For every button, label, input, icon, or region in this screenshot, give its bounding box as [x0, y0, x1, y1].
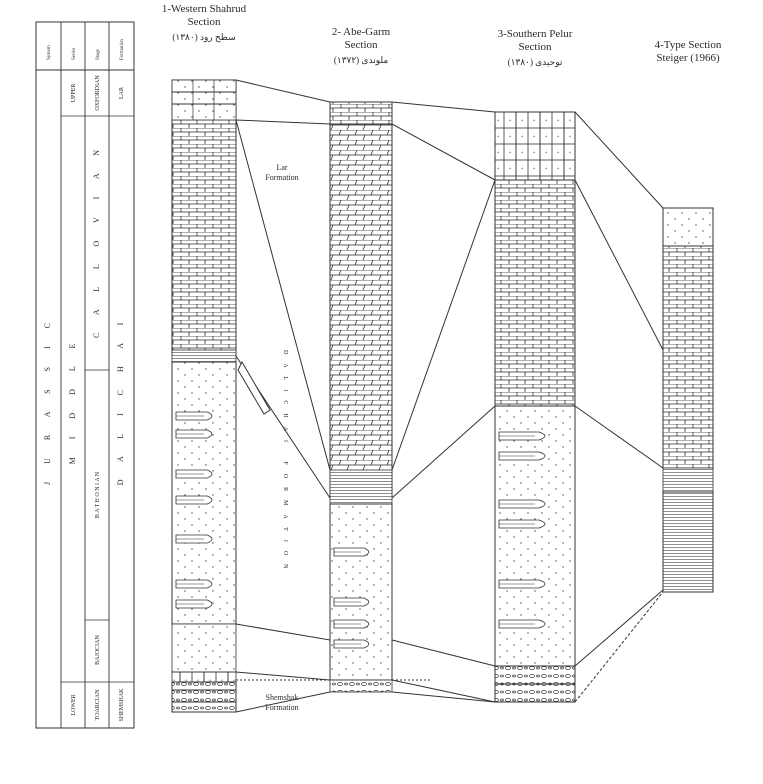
- formation-lar: LAR: [119, 87, 125, 99]
- shemshak-label-line1: Shemshak: [266, 693, 299, 702]
- table-header-stage: Stage: [96, 48, 101, 60]
- column-title-1-line2: Section: [188, 16, 221, 28]
- formation-shemshak: SHEMSHAK: [119, 688, 125, 722]
- series-middle: M I D D L E: [68, 336, 77, 465]
- column-title-3-line1: 3-Southern Pelur: [498, 28, 573, 40]
- stage-callovian: C A L L O V I A N: [92, 142, 101, 338]
- column-abe-garm: [329, 101, 393, 693]
- column-title-3-line2: Section: [519, 41, 552, 53]
- stage-oxfordian: OXFORDIAN: [95, 75, 101, 111]
- lar-label-line2: Formation: [265, 173, 298, 182]
- table-header-series: Series: [72, 48, 77, 60]
- formation-labels: Lar Formation Shemshak Formation DALICHA…: [265, 163, 298, 712]
- dalichai-vertical-label: DALICHAI FORMATION: [282, 350, 288, 578]
- lar-label-line1: Lar: [276, 163, 287, 172]
- stage-toarcian: TOARCIAN: [95, 689, 101, 721]
- stage-bajocian: BAJOCIAN: [95, 635, 101, 665]
- column-subtitle-2: ملوندی (۱۳۷۲): [334, 55, 388, 66]
- column-title-2-line1: 2- Abe-Garm: [332, 26, 391, 38]
- column-title-4-line2: Steiger (1966): [656, 52, 720, 64]
- column-type-section: [662, 207, 714, 593]
- column-subtitle-3: توحیدی (۱۳۸۰): [508, 57, 563, 68]
- correlation-lines: [235, 79, 664, 713]
- formation-dalichai: D A L I C H A I: [116, 315, 125, 486]
- series-upper: UPPER: [71, 84, 77, 103]
- table-header-system: System: [47, 45, 52, 60]
- series-lower: LOWER: [71, 694, 77, 715]
- stratigraphic-table: System Series Stage Formation J U R A S S I…: [35, 21, 135, 729]
- shemshak-label-line2: Formation: [265, 703, 298, 712]
- column-title-4-line1: 4-Type Section: [655, 39, 722, 51]
- column-western-shahrud: [171, 79, 237, 713]
- column-title-2-line2: Section: [345, 39, 378, 51]
- stage-bathonian: B A T H O N I A N: [95, 471, 101, 518]
- system-jurassic: J U R A S S I C: [43, 315, 52, 485]
- table-header-formation: Formation: [120, 39, 125, 60]
- column-southern-pelur: [494, 111, 576, 703]
- column-subtitle-1: سطح رود (۱۳۸۰): [172, 32, 235, 43]
- column-title-1-line1: 1-Western Shahrud: [162, 3, 247, 15]
